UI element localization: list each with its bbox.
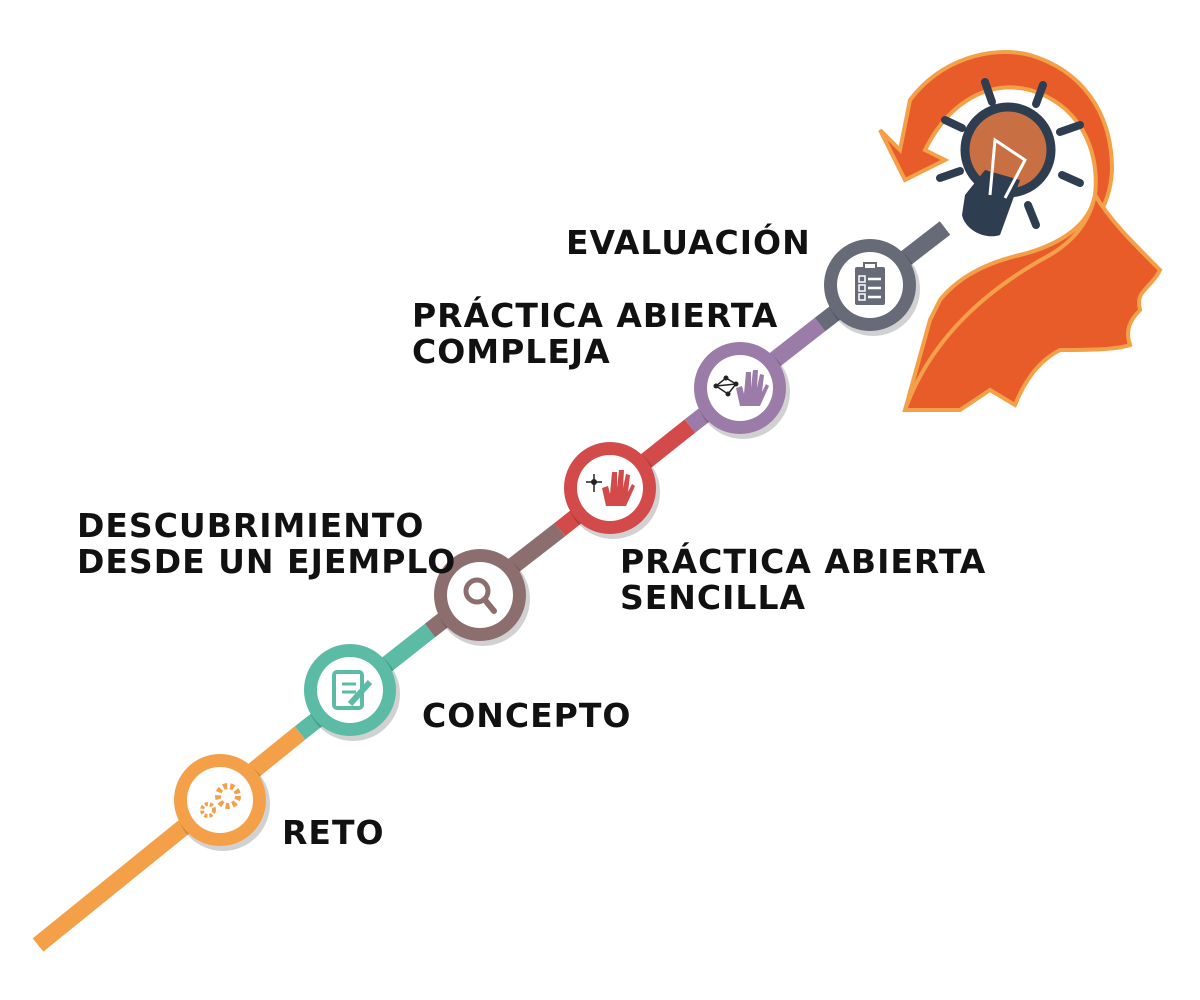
node-center xyxy=(187,767,253,833)
notepad-pencil-icon xyxy=(332,670,373,710)
step-label-descubrimiento: DESCUBRIMIENTO DESDE UN EJEMPLO xyxy=(77,508,456,580)
node-center xyxy=(447,562,513,628)
label-line: DESDE UN EJEMPLO xyxy=(77,542,457,581)
label-line: CONCEPTO xyxy=(422,696,632,735)
node-center xyxy=(317,657,383,723)
step-label-evaluacion: EVALUACIÓN xyxy=(566,225,811,261)
step-node xyxy=(434,549,530,646)
step-node xyxy=(564,442,660,539)
path-segment xyxy=(32,726,306,952)
label-line: EVALUACIÓN xyxy=(566,223,811,262)
hand-complex-network-icon xyxy=(713,370,769,406)
step-node xyxy=(824,239,920,336)
label-line: COMPLEJA xyxy=(412,332,611,371)
label-line: RETO xyxy=(282,813,385,852)
checklist-icon xyxy=(855,262,885,305)
head-icon xyxy=(878,50,1163,412)
step-node xyxy=(174,754,270,851)
step-label-practica-compleja: PRÁCTICA ABIERTA COMPLEJA xyxy=(412,298,778,370)
step-label-reto: RETO xyxy=(282,815,385,851)
gears-icon xyxy=(200,783,241,818)
label-line: PRÁCTICA ABIERTA xyxy=(620,542,987,581)
label-line: SENCILLA xyxy=(620,578,807,617)
label-line: PRÁCTICA ABIERTA xyxy=(412,296,779,335)
step-node xyxy=(304,644,400,741)
label-line: DESCUBRIMIENTO xyxy=(77,506,425,545)
step-label-concepto: CONCEPTO xyxy=(422,698,631,734)
magnifier-icon xyxy=(463,577,497,614)
step-node xyxy=(694,342,790,439)
step-label-practica-sencilla: PRÁCTICA ABIERTA SENCILLA xyxy=(620,544,986,616)
hand-network-icon xyxy=(586,470,635,506)
